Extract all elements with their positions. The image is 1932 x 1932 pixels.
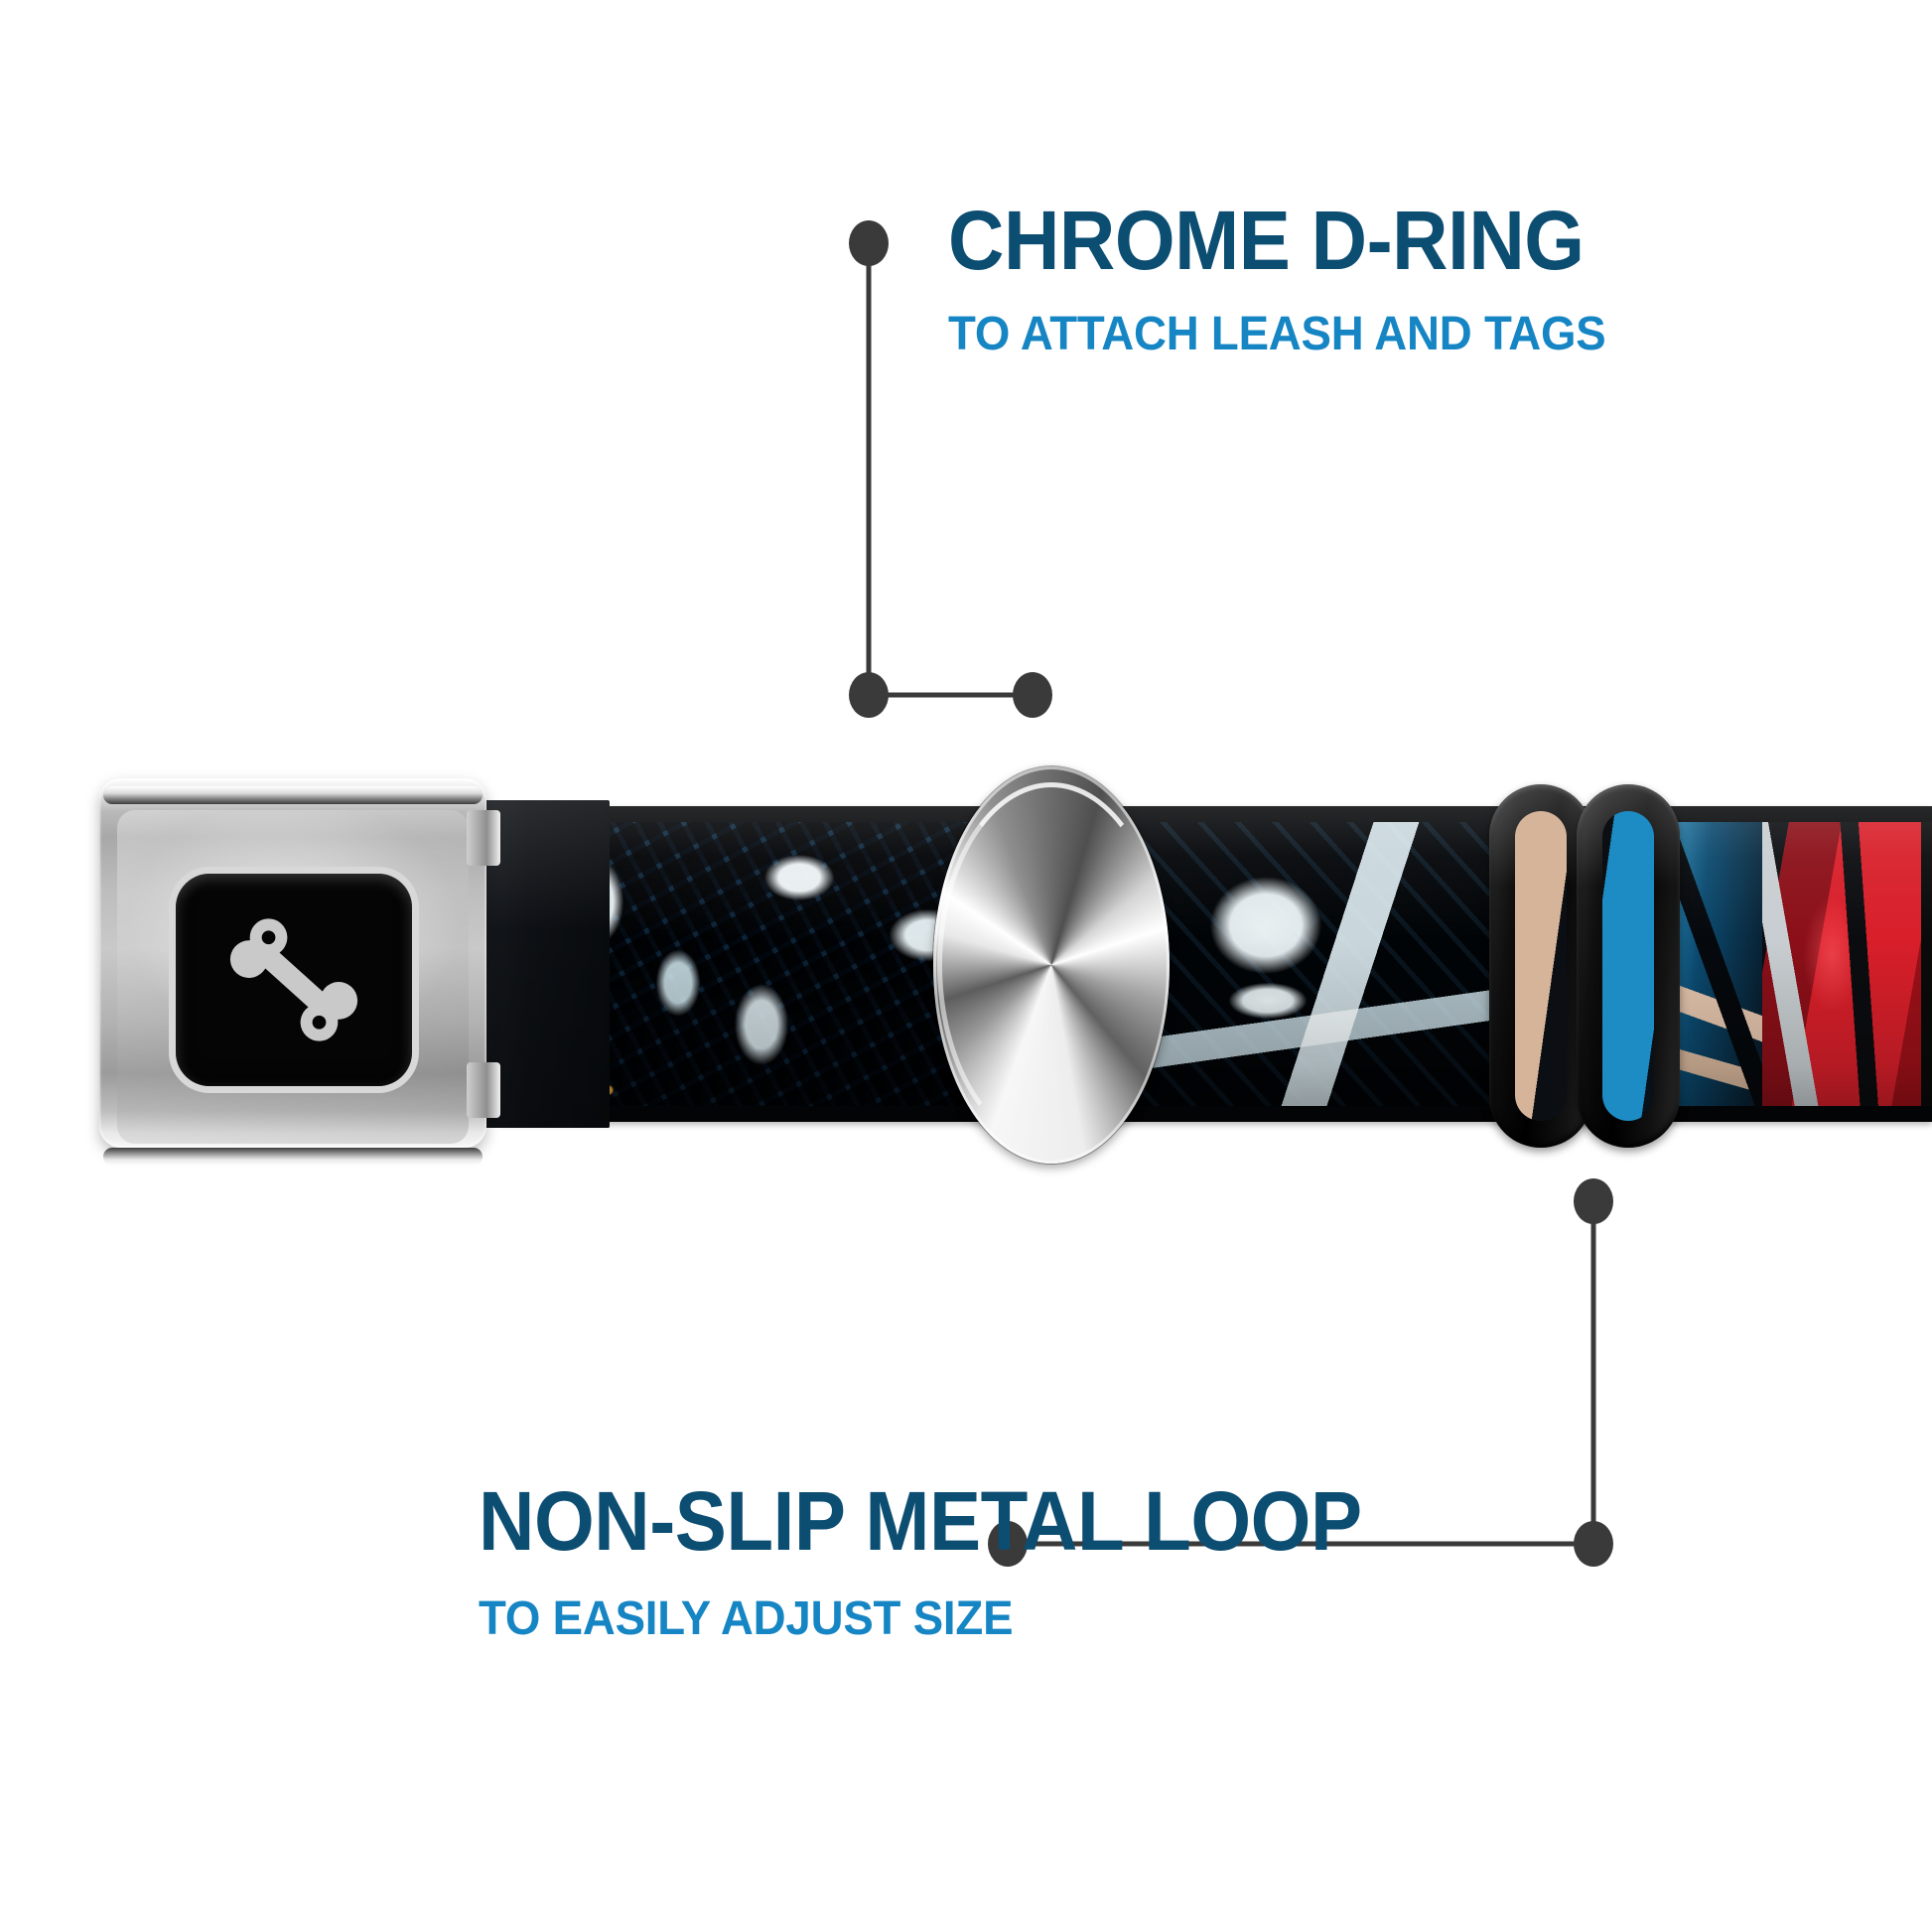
buckle-chrome-body: [99, 778, 486, 1166]
callout-title-non-slip-metal-loop: NON-SLIP METAL LOOP: [479, 1474, 1362, 1568]
d-ring-body: [933, 766, 1170, 1164]
strap-artwork: [501, 806, 1932, 1122]
buckle-prong-top: [467, 810, 500, 866]
metal-loop-window-art-left: [1515, 811, 1567, 1121]
buckle-bottom-lip: [103, 1148, 483, 1166]
dog-bone-icon: [229, 918, 358, 1041]
callout-subtitle-chrome-d-ring: TO ATTACH LEASH AND TAGS: [948, 308, 1606, 360]
buckle-top-lip: [103, 786, 483, 804]
strap-art-red-panel: [1762, 806, 1932, 1122]
buckle-face-panel: [176, 874, 412, 1086]
buckle-prong-bottom: [467, 1062, 500, 1118]
strap-edge-top: [501, 806, 1932, 822]
chrome-d-ring: [933, 766, 1170, 1164]
collar-strap: [501, 806, 1932, 1122]
metal-loop-window-art-right: [1602, 811, 1654, 1121]
strap-art-skull-right: [1921, 806, 1932, 1122]
non-slip-metal-loop: [1489, 784, 1680, 1148]
buckle-webbing-collar: [481, 800, 610, 1128]
callout-subtitle-non-slip-metal-loop: TO EASILY ADJUST SIZE: [479, 1592, 1014, 1645]
metal-loop-window-left: [1515, 811, 1567, 1121]
seatbelt-buckle: [99, 764, 610, 1166]
metal-loop-window-right: [1602, 811, 1654, 1121]
callout-title-chrome-d-ring: CHROME D-RING: [948, 194, 1585, 287]
strap-edge-bottom: [501, 1106, 1932, 1122]
